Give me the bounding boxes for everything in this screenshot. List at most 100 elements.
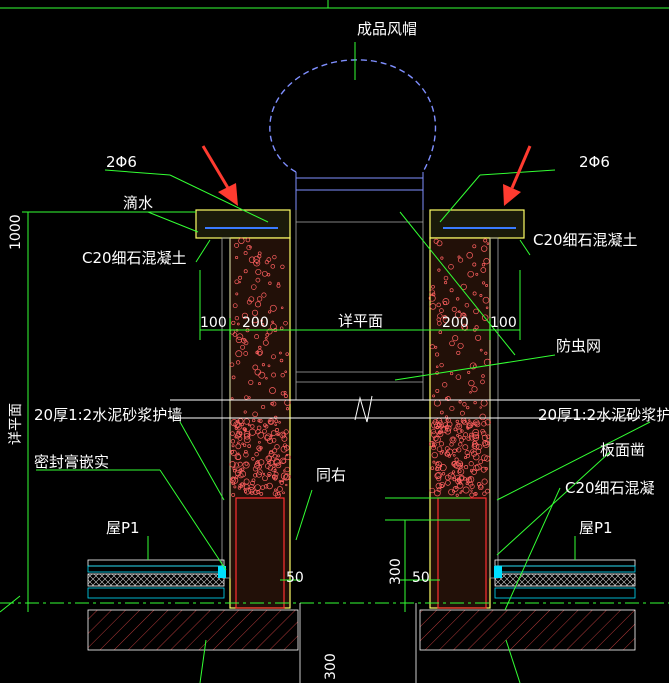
speckle-dot (235, 432, 242, 439)
speckle-dot (482, 491, 487, 496)
speckle-dot (243, 488, 246, 491)
speckle-dot (260, 319, 263, 322)
speckle-dot (242, 443, 247, 447)
speckle-dot (268, 451, 275, 457)
speckle-dot (253, 255, 261, 263)
speckle-dot (457, 255, 461, 259)
speckle-dot (466, 252, 473, 259)
speckle-dot (262, 428, 267, 434)
speckle-dot (479, 294, 483, 297)
speckle-dot (250, 480, 255, 486)
speckle-dot (456, 477, 461, 482)
speckle-dot (262, 472, 266, 476)
speckle-dot (238, 275, 243, 280)
speckle-dot (431, 451, 438, 459)
speckle-dot (433, 238, 439, 244)
speckle-dot (455, 374, 462, 380)
speckle-dot (456, 460, 464, 468)
speckle-dot (246, 299, 252, 305)
speckle-dot (455, 493, 459, 497)
speckle-dot (272, 254, 277, 260)
wind-cap-label: 成品风帽 (357, 20, 417, 38)
speckle-dot (278, 421, 281, 424)
speckle-dot (251, 284, 257, 290)
speckle-dot (466, 424, 471, 430)
speckle-dot (235, 454, 242, 460)
speckle-dot (241, 312, 248, 319)
sealant-label: 密封膏嵌实 (34, 453, 109, 471)
speckle-dot (441, 472, 446, 476)
speckle-dot (485, 434, 491, 439)
speckle-dot (472, 453, 480, 461)
speckle-dot (457, 342, 464, 349)
speckle-dot (484, 455, 491, 462)
speckle-dot (461, 419, 466, 424)
speckle-dot (241, 442, 244, 446)
speckle-dot (258, 465, 262, 469)
speckle-dot (460, 465, 464, 468)
speckle-dot (280, 373, 285, 378)
speckle-dot (258, 345, 262, 350)
dim-1000-vert: 1000 (8, 214, 24, 250)
wind-cap-icon (269, 59, 437, 210)
speckle-dot (233, 485, 237, 489)
speckle-dot (432, 394, 436, 398)
speckle-dot (456, 423, 461, 428)
speckle-dot (429, 344, 435, 350)
speckle-dot (481, 314, 489, 321)
speckle-dot (456, 350, 461, 355)
speckle-dot (264, 433, 272, 441)
speckle-dot (273, 458, 281, 465)
speckle-dot (258, 459, 265, 466)
speckle-dot (238, 237, 245, 244)
speckle-dot (445, 396, 451, 402)
speckle-dot (472, 291, 477, 296)
speckle-dot (442, 316, 450, 324)
speckle-dot (275, 428, 280, 432)
speckle-dot (252, 411, 258, 418)
speckle-dot (235, 336, 243, 344)
speckle-dot (268, 419, 274, 425)
speckle-dot (245, 237, 251, 243)
speckle-dot (235, 350, 243, 358)
speckle-dot (280, 472, 288, 480)
speckle-dot (473, 491, 478, 496)
speckle-dot (248, 256, 256, 264)
speckle-dot (250, 424, 255, 429)
speckle-dot (261, 404, 266, 410)
speckle-dot (481, 245, 488, 252)
speckle-dot (464, 465, 469, 470)
speckle-dot (257, 419, 261, 423)
speckle-dot (270, 430, 277, 436)
break-line (170, 395, 640, 423)
speckle-dot (258, 418, 263, 423)
speckle-dot (264, 337, 268, 340)
speckle-dot (472, 244, 477, 249)
speckle-dot (446, 421, 453, 428)
speckle-dot (458, 442, 463, 447)
speckle-dot (455, 422, 463, 430)
speckle-dot (243, 269, 248, 274)
speckle-dot (274, 491, 281, 499)
speckle-dot (481, 478, 488, 485)
speckle-dot (271, 354, 276, 360)
speckle-dot (234, 315, 240, 321)
speckle-dot (469, 468, 474, 473)
speckle-dot (283, 473, 291, 481)
speckle-dot (432, 460, 436, 464)
speckle-dot (251, 478, 256, 483)
speckle-dot (485, 284, 489, 287)
speckle-dot (240, 344, 246, 350)
speckle-dot (244, 487, 252, 495)
speckle-dot (435, 467, 439, 471)
speckle-dot (233, 421, 240, 428)
speckle-dot (485, 306, 489, 310)
speckle-dot (231, 320, 236, 325)
speckle-dot (484, 419, 491, 426)
speckle-dot (471, 386, 478, 393)
speckle-dot (232, 332, 238, 337)
speckle-dot (248, 379, 254, 385)
speckle-dot (468, 379, 475, 387)
speckle-dot (481, 421, 487, 427)
